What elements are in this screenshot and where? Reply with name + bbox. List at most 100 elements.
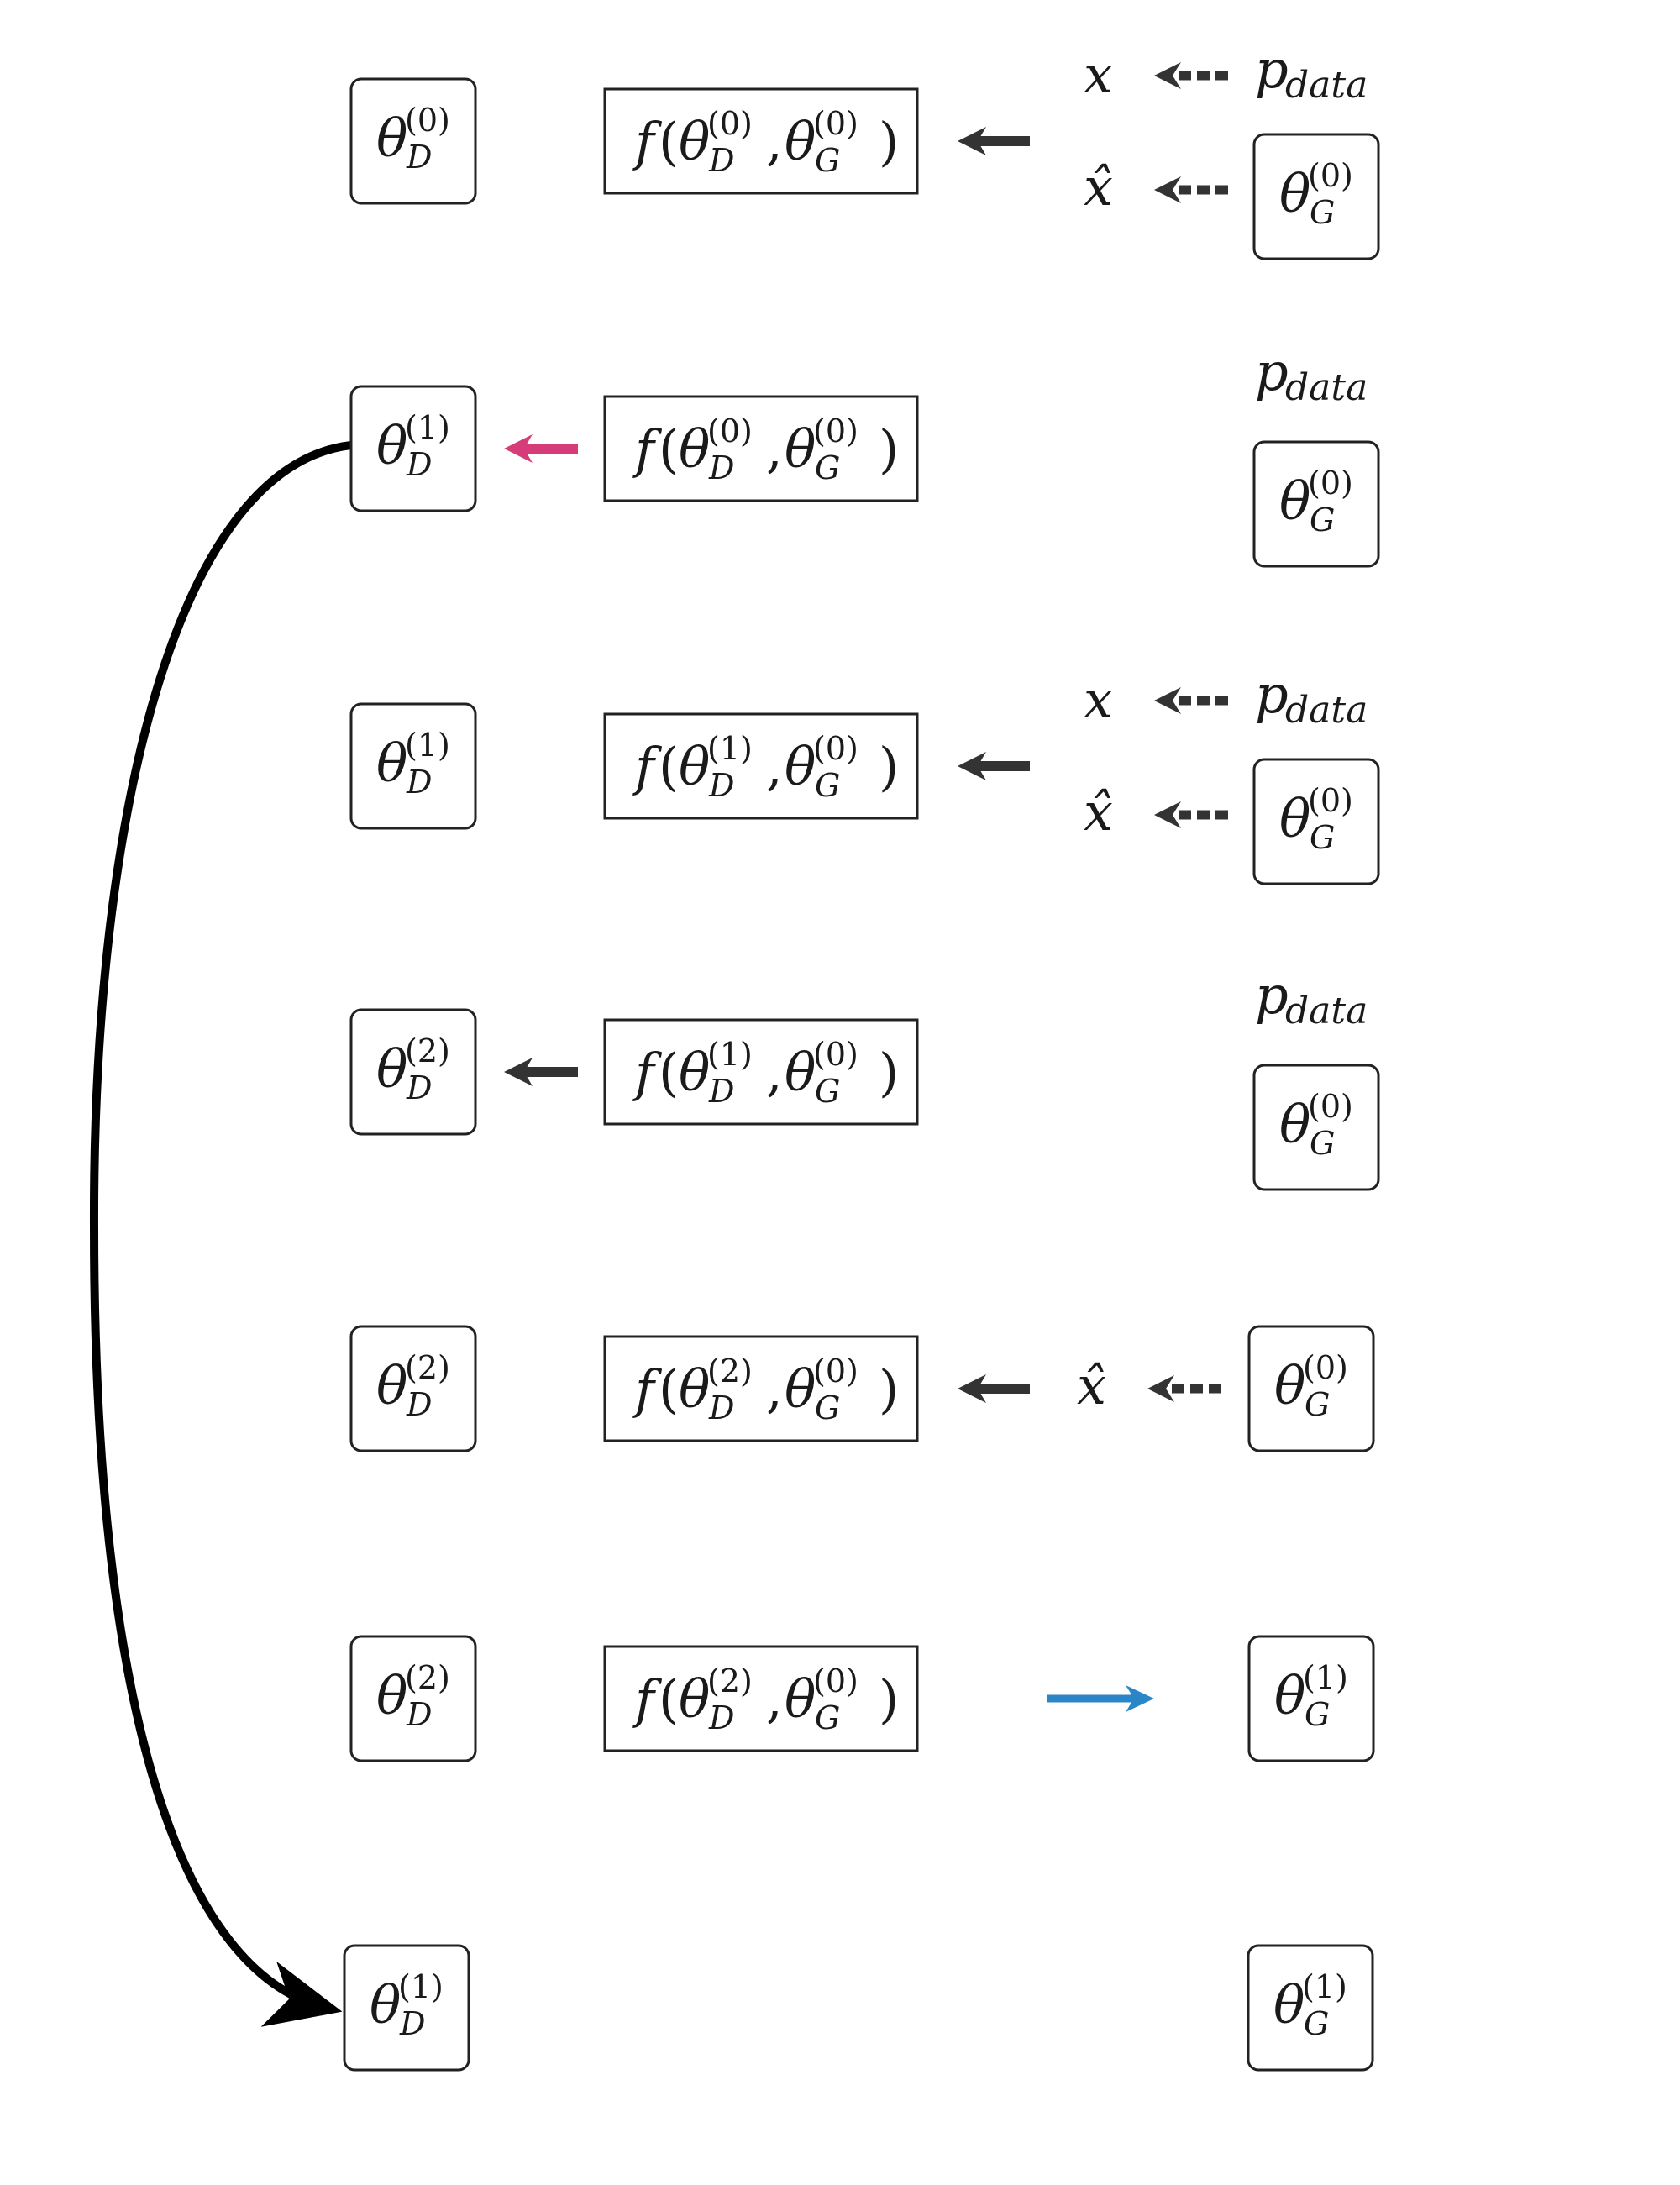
superscript-label: (0): [813, 1036, 858, 1073]
close-paren: ): [879, 111, 899, 172]
open-paren: (: [659, 111, 679, 172]
theta-symbol: θ: [376, 415, 407, 476]
arrow-head: [1154, 62, 1181, 89]
generation-arrow: [1147, 1375, 1221, 1402]
generator-box: θ(0)G: [1252, 758, 1380, 885]
theta-symbol: θ: [785, 1042, 816, 1103]
theta-symbol: θ: [370, 1974, 401, 2035]
subscript-label: D: [406, 1386, 432, 1423]
subscript-label: G: [1304, 2005, 1329, 2042]
theta-g-argument: θ(0)G: [785, 1036, 858, 1110]
superscript-label: (0): [1308, 465, 1353, 502]
theta-d-argument: θ(1)D: [679, 1036, 753, 1110]
superscript-label: (2): [707, 1662, 753, 1699]
subscript-label: D: [406, 764, 432, 801]
discriminator-box: θ(2)D: [349, 1008, 477, 1136]
box-frame: [349, 77, 477, 205]
superscript-label: (1): [707, 730, 753, 767]
open-paren: (: [659, 1358, 679, 1420]
generated-sample-xhat-label: x̂: [1084, 781, 1113, 843]
box-frame: [603, 87, 919, 195]
subscript-label: G: [1305, 1386, 1330, 1423]
superscript-label: (2): [405, 1349, 450, 1386]
subscript-label: G: [815, 142, 840, 179]
p-symbol: p: [1255, 341, 1289, 402]
arrow-head: [958, 127, 986, 155]
theta-symbol: θ: [785, 736, 816, 797]
box-frame: [603, 712, 919, 820]
subscript-label: G: [1310, 819, 1335, 856]
arrow-head: [504, 434, 533, 463]
box-frame: [1252, 440, 1380, 568]
close-paren: ): [879, 736, 899, 797]
theta-symbol: θ: [679, 1042, 710, 1103]
theta-expression: θ(0)G: [1274, 1349, 1348, 1423]
superscript-label: (1): [398, 1968, 444, 2005]
superscript-label: (0): [707, 412, 753, 449]
theta-symbol: θ: [679, 736, 710, 797]
theta-symbol: θ: [785, 418, 816, 480]
real-sample-x-label: x: [1084, 44, 1113, 105]
discriminator-box: θ(2)D: [349, 1325, 477, 1452]
superscript-label: (1): [1303, 1659, 1348, 1696]
generated-sample-xhat-label: x̂: [1077, 1355, 1106, 1416]
theta-expression: θ(1)G: [1273, 1968, 1347, 2042]
arrow-head: [958, 752, 986, 780]
theta-g-argument: θ(0)G: [785, 412, 858, 486]
box-frame: [603, 1335, 919, 1442]
theta-expression: θ(0)G: [1279, 782, 1353, 856]
box-frame: [349, 1008, 477, 1136]
arrow-head: [958, 1374, 986, 1403]
subscript-label: G: [1310, 1125, 1335, 1162]
superscript-label: (1): [405, 727, 450, 764]
subscript-label: D: [708, 1389, 734, 1426]
open-paren: (: [659, 736, 679, 797]
loss-function-box: f(θ(2)D,θ(0)G): [603, 1335, 919, 1442]
open-paren: (: [659, 1042, 679, 1103]
superscript-label: (2): [405, 1032, 450, 1069]
subscript-label: G: [815, 1389, 840, 1426]
subscript-label: D: [406, 1696, 432, 1733]
curve-layer: [89, 441, 352, 2027]
box-frame: [349, 702, 477, 830]
superscript-label: (1): [405, 409, 450, 446]
generator-box: θ(0)G: [1247, 1325, 1375, 1452]
theta-symbol: θ: [376, 108, 407, 169]
discriminator-box: θ(2)D: [349, 1635, 477, 1762]
theta-g-argument: θ(0)G: [785, 105, 858, 179]
theta-symbol: θ: [785, 111, 816, 172]
theta-expression: θ(0)G: [1279, 465, 1353, 538]
subscript-label: D: [708, 142, 734, 179]
theta-d-argument: θ(2)D: [679, 1352, 753, 1426]
superscript-label: (0): [813, 730, 858, 767]
theta-symbol: θ: [679, 418, 710, 480]
superscript-label: (2): [707, 1352, 753, 1389]
data-subscript: data: [1285, 990, 1368, 1032]
theta-expression: θ(2)D: [376, 1659, 450, 1733]
box-frame: [343, 1944, 470, 2072]
generator-box: θ(0)G: [1252, 133, 1380, 260]
data-subscript: data: [1285, 689, 1368, 732]
close-paren: ): [879, 1042, 899, 1103]
superscript-label: (0): [1308, 1088, 1353, 1125]
discriminator-update-arrow: [504, 1058, 578, 1086]
close-paren: ): [879, 418, 899, 480]
theta-expression: θ(0)D: [376, 102, 450, 176]
generation-arrow: [1154, 176, 1228, 203]
theta-symbol: θ: [1279, 1094, 1310, 1155]
comma: ,: [766, 111, 783, 172]
theta-symbol: θ: [1273, 1974, 1305, 2035]
theta-symbol: θ: [376, 1665, 407, 1726]
box-frame: [1252, 133, 1380, 260]
subscript-label: G: [1310, 194, 1335, 231]
data-subscript: data: [1285, 366, 1368, 409]
box-frame: [1247, 1635, 1375, 1762]
theta-d-argument: θ(2)D: [679, 1662, 753, 1736]
arrow-head: [504, 1058, 533, 1086]
discriminator-box: θ(1)D: [349, 702, 477, 830]
